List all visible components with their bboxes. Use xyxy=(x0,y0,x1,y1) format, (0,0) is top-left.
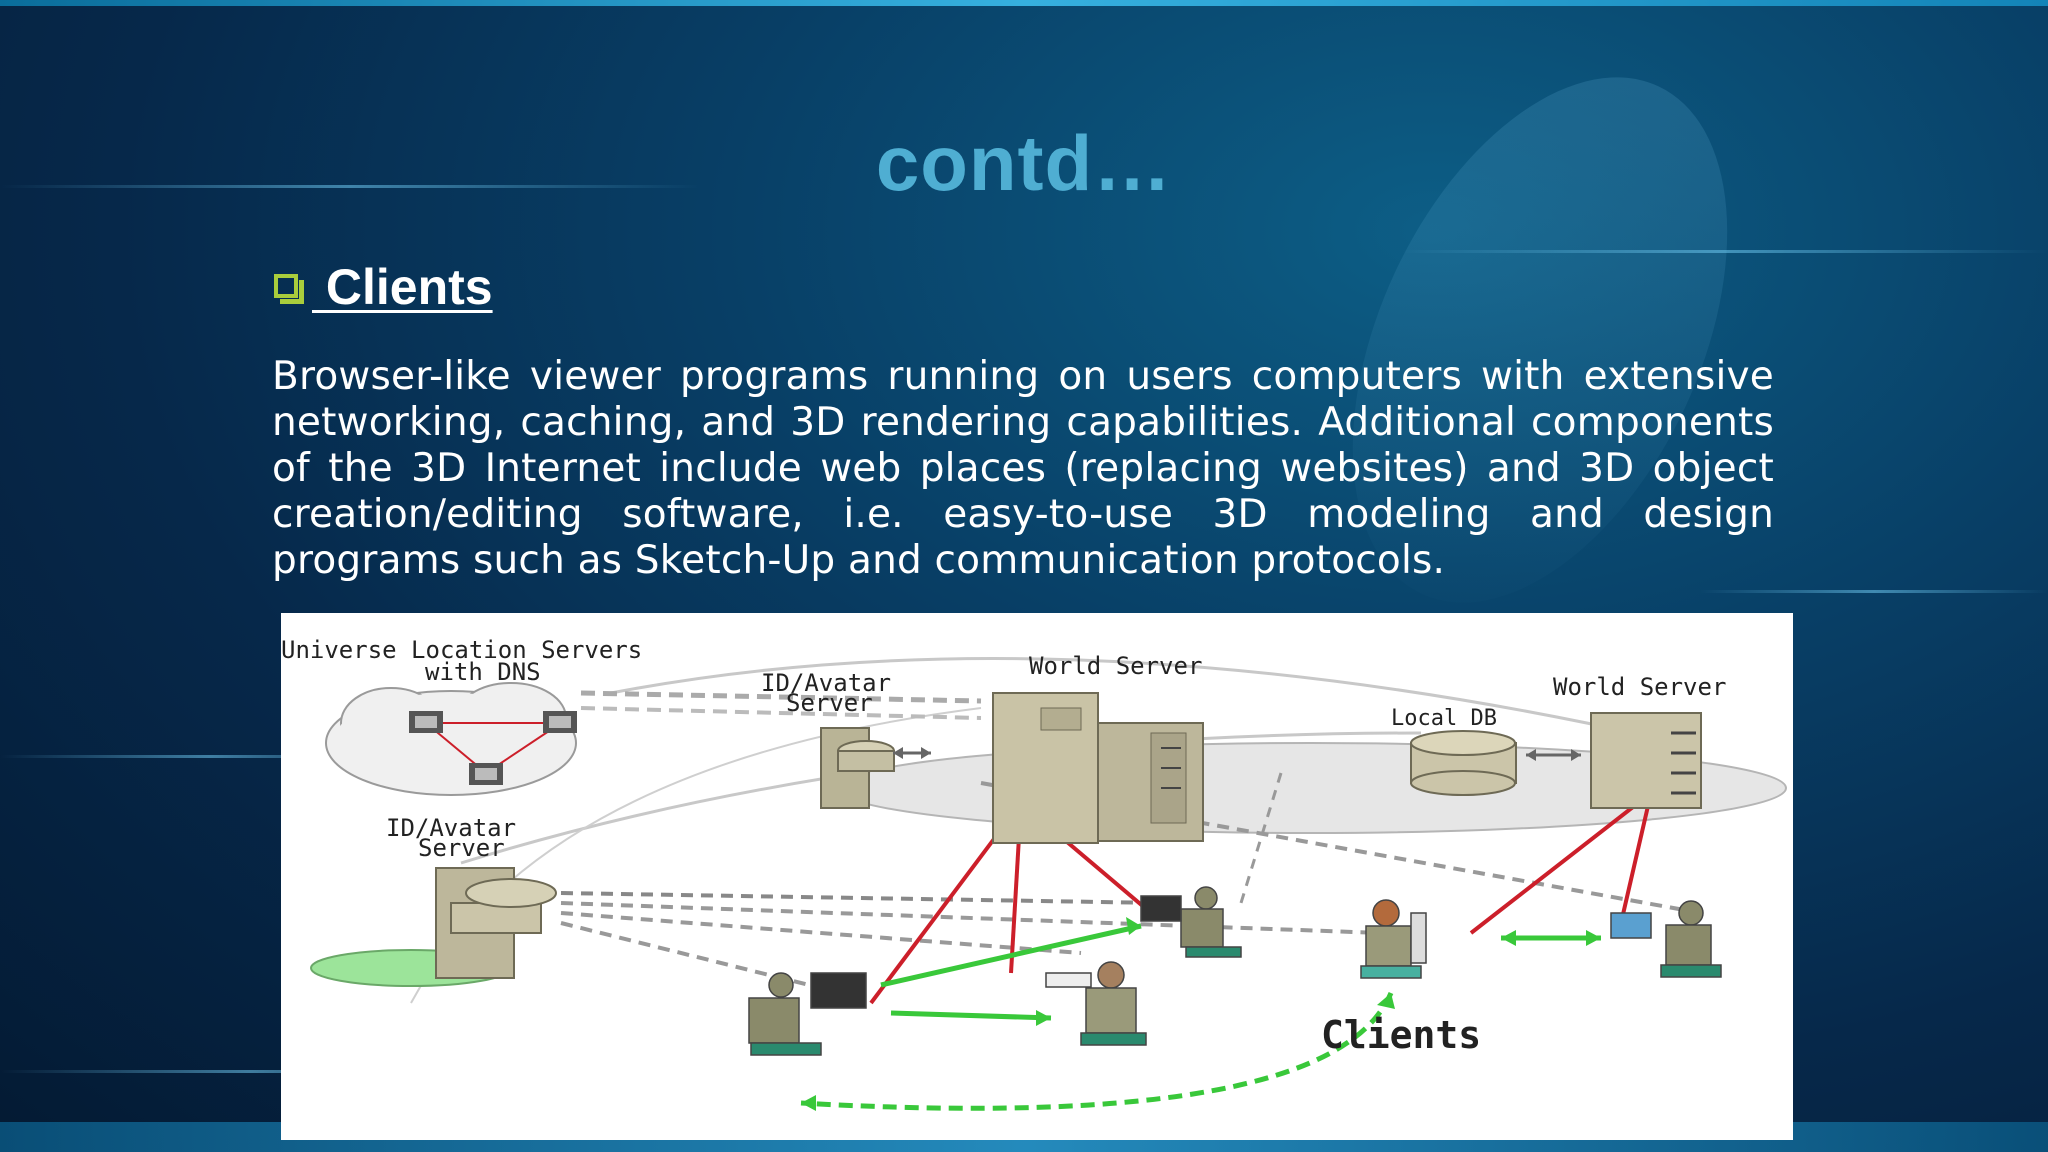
label-world-server-center: World Server xyxy=(1029,652,1202,680)
network-diagram: Universe Location Servers with DNS ID/Av… xyxy=(281,613,1793,1140)
label-idavatar-top-2: Server xyxy=(786,689,873,717)
label-world-server-right: World Server xyxy=(1553,673,1726,701)
world-server-right xyxy=(1590,712,1702,809)
checkbox-square-icon xyxy=(272,270,306,304)
client-figure xyxy=(1140,886,1242,958)
dns-cloud xyxy=(325,682,577,796)
client-figure xyxy=(1610,900,1722,978)
light-streak xyxy=(0,185,700,188)
id-avatar-server-top xyxy=(820,727,931,809)
light-streak xyxy=(1400,250,2048,253)
label-idavatar-top: ID/Avatar xyxy=(761,669,891,697)
label-local-db: Local DB xyxy=(1391,706,1497,731)
slide-title: contd… xyxy=(875,119,1173,207)
label-clients: Clients xyxy=(1321,1013,1481,1057)
label-idavatar-left-2: Server xyxy=(418,834,505,862)
client-figure xyxy=(1045,961,1147,1046)
light-streak xyxy=(1700,590,2048,593)
world-server-center xyxy=(992,692,1204,844)
light-streak xyxy=(0,1070,500,1073)
section-heading: Clients xyxy=(312,259,493,315)
body-paragraph: Browser-like viewer programs running on … xyxy=(272,354,1774,583)
client-figure xyxy=(1360,899,1427,979)
label-dns: with DNS xyxy=(425,658,541,686)
label-idavatar-left: ID/Avatar xyxy=(386,814,516,842)
label-universe-servers: Universe Location Servers xyxy=(281,636,642,664)
top-accent-bar xyxy=(0,0,2048,6)
id-avatar-server-left xyxy=(310,867,557,987)
light-streak xyxy=(0,755,420,758)
local-db-icon xyxy=(1410,730,1581,796)
bullet-heading: Clients xyxy=(272,258,493,316)
client-figure xyxy=(748,972,867,1056)
